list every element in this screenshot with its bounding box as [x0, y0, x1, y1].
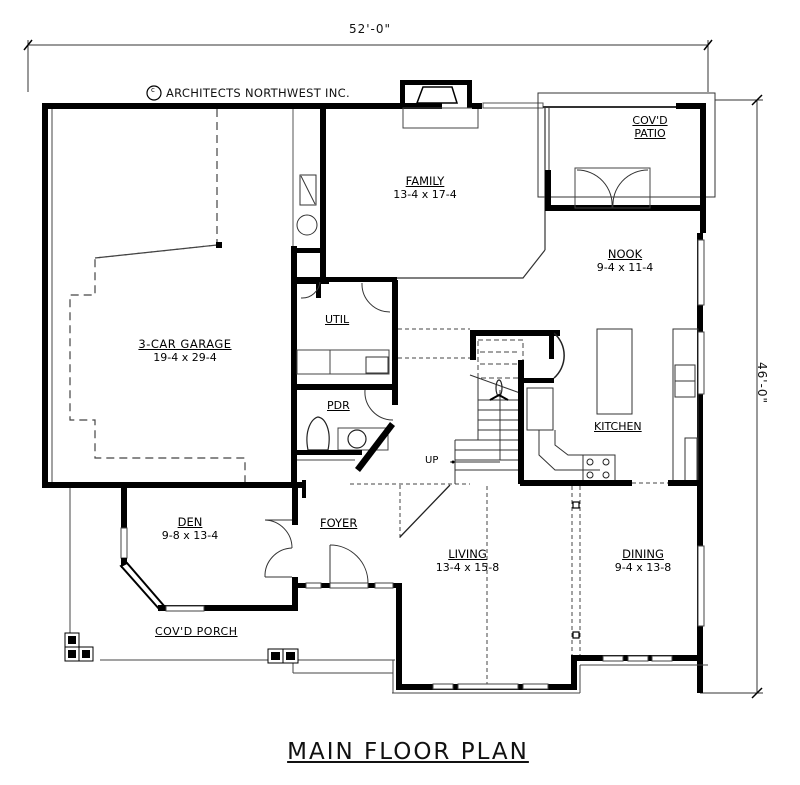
- copyright-icon: [146, 85, 162, 101]
- width-dimension-label: 52'-0": [348, 22, 392, 36]
- depth-dimension: [700, 94, 763, 699]
- plan-title: MAIN FLOOR PLAN: [287, 739, 529, 765]
- width-dimension: [23, 39, 713, 92]
- fireplace: [400, 80, 479, 129]
- room-name: FAMILY: [405, 174, 445, 188]
- room-name: NOOK: [607, 247, 643, 261]
- stair-up-label: UP: [425, 455, 439, 466]
- porch-column-left: [64, 632, 94, 662]
- garage-walls: [42, 103, 442, 488]
- staircase: [450, 330, 565, 484]
- utility-area: [291, 174, 398, 405]
- room-size: 13-4 x 17-4: [393, 188, 457, 201]
- garage-car-outline: [69, 109, 246, 482]
- room-kitchen: KITCHEN: [594, 420, 642, 433]
- powder-room: [297, 389, 395, 472]
- porch-column-right: [267, 648, 299, 664]
- room-porch: COV'D PORCH: [155, 625, 238, 638]
- room-size: 9-4 x 11-4: [596, 261, 654, 274]
- room-size: 9-8 x 13-4: [161, 529, 219, 542]
- depth-dimension-label: 46'-0": [755, 361, 769, 405]
- kitchen-fixtures: [520, 328, 703, 486]
- room-size: 9-4 x 13-8: [614, 561, 672, 574]
- room-name: DINING: [622, 547, 664, 561]
- room-name: LIVING: [448, 547, 487, 561]
- room-dining: DINING 9-4 x 13-8: [598, 547, 688, 574]
- copyright-symbol: c: [151, 86, 155, 94]
- room-name: 3-CAR GARAGE: [138, 337, 232, 351]
- room-family: FAMILY 13-4 x 17-4: [380, 174, 470, 201]
- room-patio: COV'D PATIO: [610, 114, 690, 140]
- room-size: 19-4 x 29-4: [153, 351, 217, 364]
- den-walls: [119, 480, 306, 612]
- room-nook: NOOK 9-4 x 11-4: [580, 247, 670, 274]
- patio: [537, 92, 716, 233]
- room-util: UTIL: [325, 313, 350, 326]
- room-name: DEN: [177, 515, 203, 529]
- room-name-line2: PATIO: [634, 127, 666, 140]
- porch: [64, 488, 395, 693]
- room-garage: 3-CAR GARAGE 19-4 x 29-4: [110, 337, 260, 364]
- room-size: 13-4 x 15-8: [435, 561, 500, 574]
- room-living: LIVING 13-4 x 15-8: [420, 547, 515, 574]
- foyer-entry: [294, 484, 451, 589]
- room-den: DEN 9-8 x 13-4: [145, 515, 235, 542]
- room-foyer: FOYER: [320, 516, 358, 530]
- copyright-text: ARCHITECTS NORTHWEST INC.: [166, 86, 350, 100]
- room-pdr: PDR: [327, 399, 350, 412]
- living-dining-walls: [392, 486, 708, 694]
- room-name-line1: COV'D: [632, 114, 668, 127]
